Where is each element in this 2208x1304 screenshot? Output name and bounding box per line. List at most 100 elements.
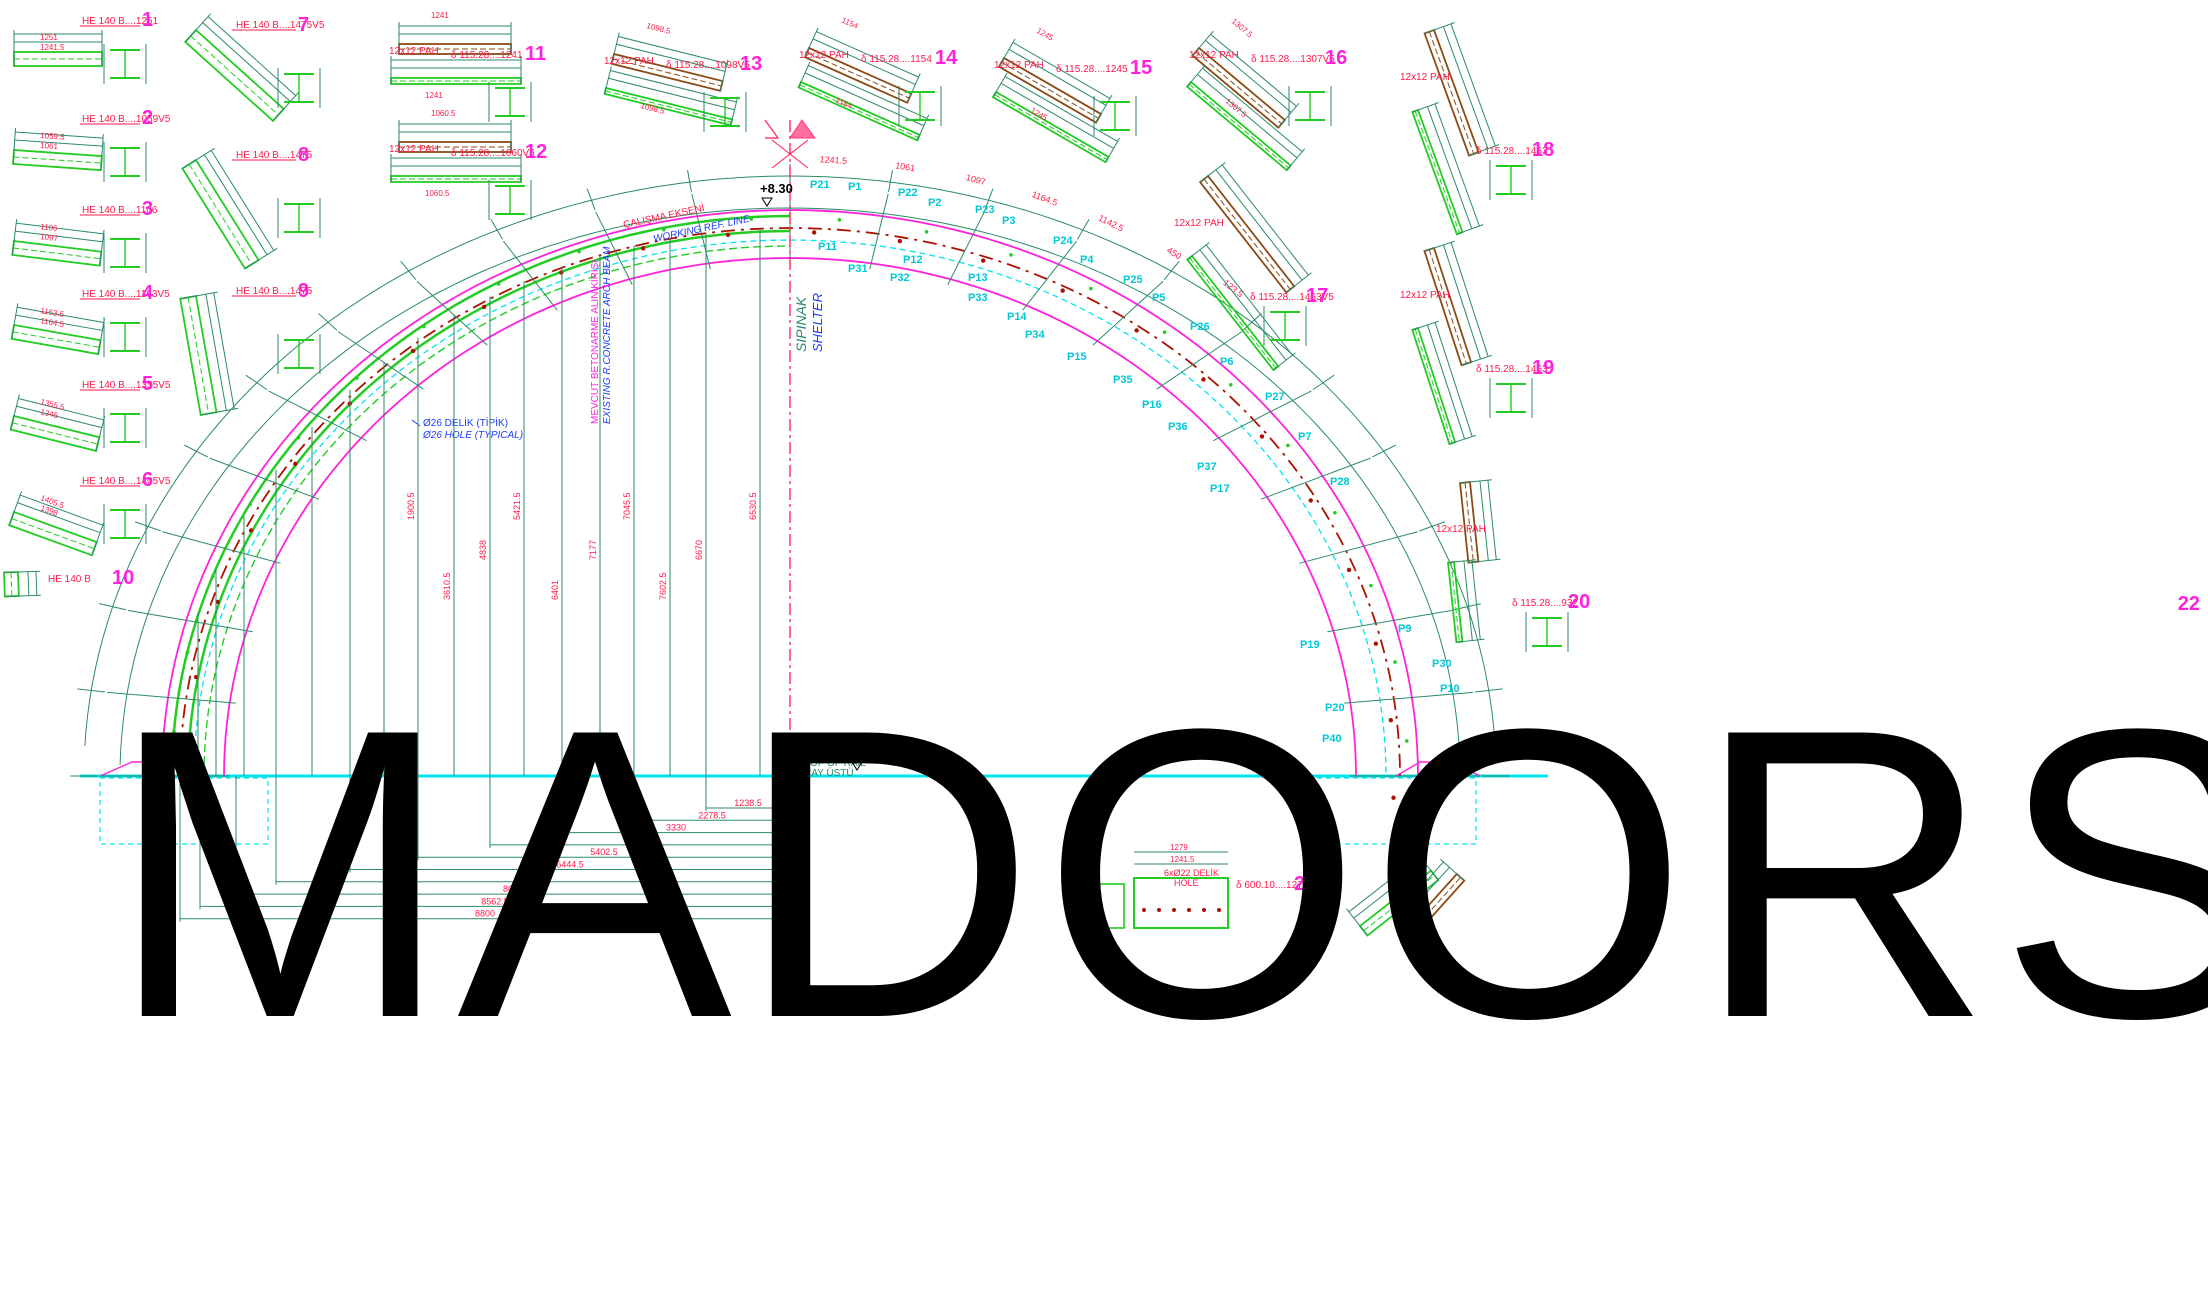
detail-dim-label: 1060.5: [425, 189, 450, 198]
detail-profile-label: HE 140 B....1475V5: [236, 20, 325, 31]
plate-label: P15: [1067, 351, 1087, 363]
beam-axis: [612, 58, 722, 87]
plate-label: P40: [1322, 733, 1342, 745]
bolt-hole: [1162, 330, 1167, 334]
rail-label-tr: RAY ÜSTÜ: [804, 767, 854, 779]
hole-note-en: Ø26 HOLE (TYPICAL): [422, 430, 523, 441]
detail-number: 18: [1532, 139, 1554, 161]
beam-dim: [202, 22, 291, 102]
beam-axis: [1188, 83, 1289, 169]
detail-section-19: [1489, 378, 1533, 418]
beam-dim: [14, 139, 103, 147]
vertical-dimension-label: 6530.5: [748, 492, 758, 520]
detail-dim-label: 1307.5: [1230, 17, 1255, 40]
detail-section-2: [103, 142, 147, 182]
bolt-hole: [1404, 739, 1409, 743]
beam-axis: [799, 84, 919, 139]
detail-dim-label: 1097: [40, 232, 59, 243]
detail-number: 6: [142, 469, 153, 491]
vertical-dimension-label: 7602.5: [658, 572, 668, 600]
foundation-left: [99, 777, 269, 845]
plate-label: P21: [810, 179, 830, 191]
beam-dim: [17, 306, 104, 324]
detail-plate-beam-13: [610, 32, 729, 92]
detail-beam-1: [13, 30, 103, 67]
top-dimension-label: 1142.5: [1097, 213, 1126, 234]
detail-number: 2: [142, 107, 153, 129]
beam-dim: [1004, 75, 1118, 142]
top-dimension-label: 1164.5: [1030, 189, 1059, 208]
beam-dim: [1450, 23, 1496, 147]
plate-label: P16: [1142, 399, 1162, 411]
detail-section-18: [1489, 160, 1533, 200]
beam-dim: [16, 405, 102, 429]
bolt-hole: [1134, 328, 1139, 333]
bolt-hole: [1009, 253, 1013, 257]
beam-axis: [13, 247, 101, 260]
detail-plate-label: 12x12 PAH: [1436, 524, 1486, 535]
detail-flange-beam-15: [991, 72, 1121, 164]
detail-flange-beam-14: [797, 61, 930, 142]
beam-dim-ext: [730, 97, 738, 126]
beam-dim: [1450, 242, 1489, 357]
detail-plate-label: 12x12 PAH: [994, 60, 1044, 71]
beam-axis: [1203, 178, 1291, 290]
plate-label: P13: [968, 272, 988, 284]
detail-plate-beam-11: [398, 22, 512, 55]
detail-profile-label: δ 115.28....1241: [451, 50, 523, 61]
plate-label: P19: [1300, 639, 1320, 651]
plate-label: P9: [1398, 623, 1411, 635]
segment-line: [209, 457, 320, 500]
detail-bolt: [1217, 908, 1221, 912]
detail-plate-label: 12x12 PAH: [1189, 50, 1239, 61]
top-dimension-label: 1241.5: [819, 154, 847, 166]
bottom-dimension-label: 8098: [503, 884, 523, 894]
beam-axis: [190, 35, 279, 116]
detail-section-12: [488, 180, 532, 220]
detail-number: 9: [298, 280, 309, 302]
detail-section-15: [1093, 96, 1137, 136]
beam-dim: [1487, 480, 1497, 560]
detail-dim-label: 1279: [1170, 843, 1188, 852]
hole-note-tr: Ø26 DELİK (TİPİK): [423, 416, 508, 429]
beam-outline: [12, 149, 103, 172]
bolt-hole: [1201, 377, 1206, 382]
bolt-hole: [559, 270, 564, 275]
detail-section-6: [103, 504, 147, 544]
beam-axis: [13, 156, 102, 164]
bolt-hole: [1393, 660, 1397, 664]
segment-line: [947, 211, 985, 285]
detail-plate-beam-15: [997, 38, 1113, 124]
detail-plate-label: 12x12 PAH: [799, 50, 849, 61]
bolt-hole: [481, 304, 487, 310]
bolt-hole: [496, 282, 501, 286]
beam-dim-ext: [12, 128, 17, 165]
beam-dim-ext: [1412, 102, 1439, 113]
beam-axis: [10, 572, 13, 597]
detail-profile-label: δ 115.28....1463: [1476, 364, 1548, 375]
detail-profile-label: HE 140 B....1475: [236, 150, 313, 161]
detail-plate-label: 12x12 PAH: [389, 46, 439, 57]
detail-dim-label: 1098.5: [640, 101, 666, 116]
detail-profile-label: HE 140 B....1106: [82, 205, 158, 216]
bolt-hole: [184, 752, 189, 757]
dim-tick: [586, 188, 596, 211]
vertical-dimension-label: 5421.5: [512, 492, 522, 520]
symmetry-mark-right: [789, 119, 816, 139]
detail-number: 17: [1306, 285, 1328, 307]
top-dimension-label: 1097: [965, 172, 987, 187]
hole-leader: [411, 419, 421, 427]
beam-dim: [812, 38, 916, 85]
bolt-hole: [1286, 443, 1290, 448]
detail-profile-label: HE 140 B....1355V5: [82, 380, 171, 391]
detail-dim-label: 1060.5: [431, 109, 456, 118]
beam-dim-ext: [1424, 240, 1456, 252]
detail-number: 21: [1294, 873, 1316, 895]
beam-outline: [10, 323, 102, 356]
beam-dim-ext: [1449, 434, 1477, 445]
dim-tick: [1077, 219, 1090, 240]
segment-line: [106, 691, 236, 704]
detail-dim-label: 1345: [40, 407, 60, 420]
detail-beam-5: [9, 394, 106, 452]
plate-label: P32: [890, 272, 910, 284]
